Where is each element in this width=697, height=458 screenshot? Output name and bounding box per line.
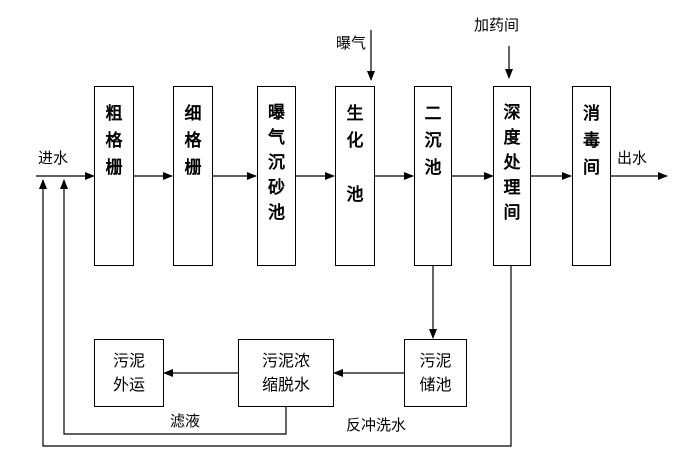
bio-tank-label: 生 化 池 — [346, 104, 364, 205]
disinfection-room-box: 消 毒 间 — [572, 86, 611, 266]
aeration-label: 曝气 — [336, 34, 367, 52]
backwash-return-line — [39, 179, 512, 447]
backwash-label: 反冲洗水 — [346, 416, 407, 434]
aerated-grit-chamber-box: 曝 气 沉 砂 池 — [257, 86, 296, 266]
secondary-clarifier-label: 二 沉 池 — [424, 104, 442, 178]
sludge-disposal-label: 污泥 外运 — [112, 351, 145, 394]
disinfection-room-label: 消 毒 间 — [583, 104, 600, 178]
outlet-label: 出水 — [617, 149, 648, 167]
bio-tank-box: 生 化 池 — [335, 86, 375, 266]
filtrate-return-line — [60, 179, 287, 435]
fine-screen-label: 细 格 栅 — [184, 104, 202, 178]
sludge-storage-label: 污泥 储池 — [419, 351, 452, 394]
sludge-storage-box: 污泥 储池 — [404, 339, 467, 407]
dosing-room-label: 加药间 — [474, 16, 520, 34]
aerated-grit-chamber-label: 曝 气 沉 砂 池 — [268, 103, 285, 223]
filtrate-label: 滤液 — [170, 412, 201, 430]
coarse-screen-box: 粗 格 栅 — [94, 86, 134, 266]
inlet-label: 进水 — [38, 149, 69, 167]
fine-screen-box: 细 格 栅 — [173, 86, 213, 266]
sludge-disposal-box: 污泥 外运 — [94, 339, 164, 407]
sludge-thickening-label: 污泥浓 缩脱水 — [261, 351, 310, 394]
coarse-screen-label: 粗 格 栅 — [105, 104, 123, 178]
advanced-treatment-label: 深 度 处 理 间 — [503, 103, 521, 223]
advanced-treatment-box: 深 度 处 理 间 — [493, 86, 531, 266]
sludge-thickening-box: 污泥浓 缩脱水 — [238, 339, 334, 407]
secondary-clarifier-box: 二 沉 池 — [414, 86, 452, 266]
